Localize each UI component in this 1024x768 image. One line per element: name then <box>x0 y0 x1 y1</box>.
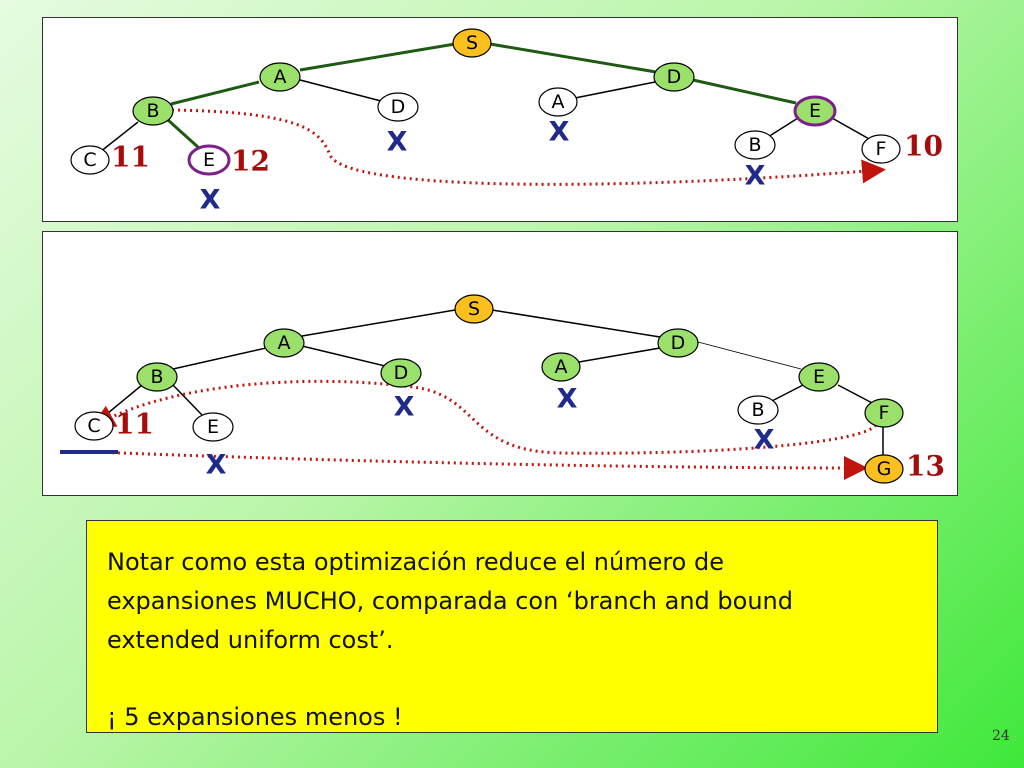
top-pruned-mark-d: X <box>387 127 408 158</box>
svg-text:F: F <box>876 138 887 160</box>
svg-text:C: C <box>83 149 96 171</box>
top-cost-e: 12 <box>231 145 270 178</box>
top-edge-a-d <box>299 79 382 102</box>
bottom-dotted-path-arrow-to-c <box>90 379 878 455</box>
top-node-a: A <box>259 62 301 92</box>
svg-text:S: S <box>468 298 480 320</box>
bottom-edge-e-f <box>837 384 877 406</box>
top-node-b: B <box>132 96 174 126</box>
top-node-s: S <box>452 28 492 58</box>
svg-text:D: D <box>671 332 686 354</box>
top-edge-a-b <box>170 80 260 106</box>
top-node-e: E <box>793 95 837 127</box>
top-cost-f: 10 <box>904 130 943 163</box>
top-edge-e-b <box>767 117 799 138</box>
note-box: Notar como esta optimización reduce el n… <box>86 520 938 733</box>
bottom-edge-b-e <box>171 383 204 417</box>
svg-text:D: D <box>394 362 409 384</box>
top-node-e2: E <box>187 144 231 176</box>
svg-text:A: A <box>555 356 568 378</box>
svg-text:S: S <box>466 32 478 54</box>
svg-text:B: B <box>146 100 159 122</box>
svg-text:B: B <box>150 366 163 388</box>
bottom-node-g: G <box>864 454 904 484</box>
top-node-d2: D <box>377 92 419 122</box>
svg-text:E: E <box>207 416 219 438</box>
bottom-pruned-mark-a: X <box>557 384 578 415</box>
top-dotted-path-arrow <box>171 108 886 186</box>
svg-text:E: E <box>809 100 821 122</box>
bottom-node-d2: D <box>380 358 422 388</box>
bottom-edge-s-a <box>301 309 456 337</box>
note-line-1: Notar como esta optimización reduce el n… <box>107 548 724 576</box>
svg-text:C: C <box>87 415 100 437</box>
note-line-2: expansiones MUCHO, comparada con ‘branch… <box>107 587 793 615</box>
top-edge-s-a <box>299 42 456 72</box>
bottom-node-e2: E <box>192 412 234 442</box>
bottom-edge-d-e <box>697 341 802 370</box>
top-node-d: D <box>653 62 695 92</box>
top-pruned-mark-a: X <box>549 117 570 148</box>
top-node-c: C <box>70 145 110 175</box>
top-edge-s-d <box>489 42 657 74</box>
svg-text:F: F <box>879 402 890 424</box>
top-edge-b-c <box>99 121 139 153</box>
bottom-edge-a-b <box>172 347 267 370</box>
svg-text:E: E <box>813 366 825 388</box>
svg-text:A: A <box>552 91 565 113</box>
top-pruned-mark-e: X <box>200 185 221 216</box>
svg-text:D: D <box>391 96 406 118</box>
bottom-cost-c: 11 <box>115 408 154 441</box>
bottom-node-c: C <box>74 411 114 441</box>
bottom-pruned-mark-e: X <box>206 450 227 481</box>
bottom-edge-s-d <box>491 309 661 338</box>
top-node-a2: A <box>538 87 578 117</box>
top-cost-c: 11 <box>111 141 150 174</box>
bottom-edge-d-a <box>578 347 661 363</box>
svg-text:B: B <box>751 399 764 421</box>
bottom-node-e: E <box>798 362 840 392</box>
bottom-pruned-mark-d: X <box>394 392 415 423</box>
top-edge-e-f <box>831 117 872 141</box>
page-number: 24 <box>992 728 1010 744</box>
bottom-pruned-mark-b: X <box>754 425 775 456</box>
top-node-f: F <box>861 134 901 164</box>
top-tree: S A D B D A E C <box>70 28 943 216</box>
svg-text:A: A <box>278 332 291 354</box>
svg-text:B: B <box>748 134 761 156</box>
bottom-edge-e-b <box>769 383 806 403</box>
bottom-node-a2: A <box>541 352 581 382</box>
top-node-b2: B <box>734 130 776 160</box>
bottom-node-a: A <box>263 328 305 358</box>
top-edge-d-e <box>692 78 797 105</box>
top-edge-d-a <box>574 81 656 99</box>
svg-text:A: A <box>274 66 287 88</box>
bottom-node-b: B <box>136 362 178 392</box>
bottom-node-b2: B <box>737 395 779 425</box>
bottom-cost-g: 13 <box>906 450 945 483</box>
bottom-tree: S A D B D A E C <box>60 294 945 484</box>
svg-text:D: D <box>667 66 682 88</box>
bottom-node-d: D <box>657 328 699 358</box>
note-line-4: ¡ 5 expansiones menos ! <box>107 703 403 731</box>
top-edge-b-e <box>166 118 201 150</box>
bottom-node-f: F <box>864 398 904 428</box>
bottom-edge-a-d <box>301 345 386 367</box>
top-pruned-mark-b: X <box>745 161 766 192</box>
svg-text:E: E <box>203 149 215 171</box>
note-line-3: extended uniform cost’. <box>107 626 394 654</box>
svg-text:G: G <box>877 458 892 480</box>
bottom-node-s: S <box>454 294 494 324</box>
